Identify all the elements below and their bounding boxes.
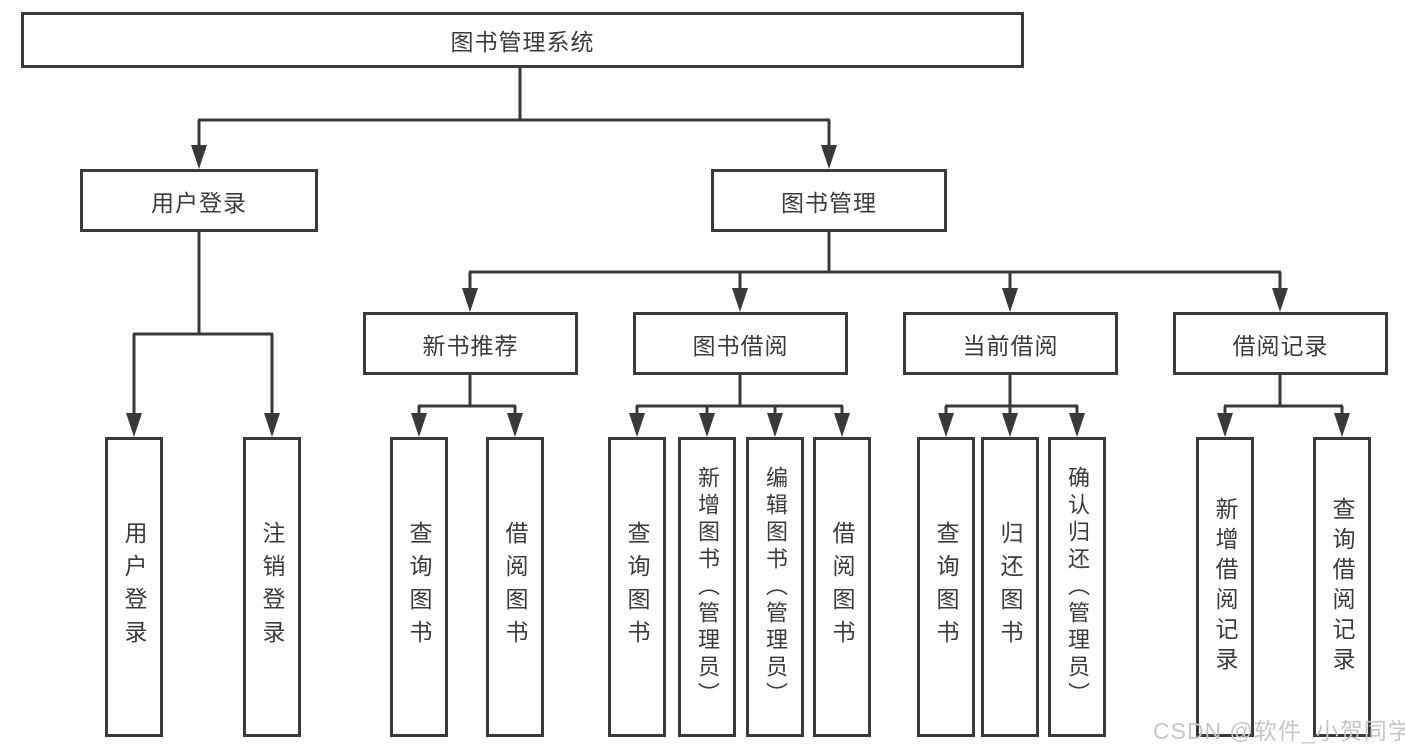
leaf-borrow-borrow-books: 借阅图书 [813, 437, 871, 737]
leaf-label: 编辑图书（管理员） [763, 465, 788, 709]
node-label: 图书管理 [781, 189, 877, 216]
leaf-borrow-add-books-admin: 新增图书（管理员） [678, 437, 736, 737]
leaf-records-query-record: 查询借阅记录 [1313, 437, 1371, 737]
leaf-logout: 注销登录 [243, 437, 301, 737]
watermark: CSDN @软件_小贺同学 [1153, 718, 1405, 744]
node-label: 用户登录 [151, 189, 247, 216]
node-user-login: 用户登录 [80, 169, 318, 232]
arrowheads [126, 145, 1350, 437]
leaf-records-add-record: 新增借阅记录 [1196, 437, 1254, 737]
node-label: 借阅记录 [1232, 332, 1329, 359]
leaf-label: 用户登录 [121, 521, 147, 653]
node-book-borrow: 图书借阅 [633, 312, 848, 375]
node-label: 图书管理系统 [450, 29, 595, 55]
leaf-current-query-books: 查询图书 [917, 437, 975, 737]
node-current-borrow: 当前借阅 [903, 312, 1118, 375]
leaf-borrow-edit-books-admin: 编辑图书（管理员） [746, 437, 804, 737]
leaf-user-login: 用户登录 [105, 437, 163, 737]
leaf-label: 借阅图书 [502, 521, 528, 653]
leaf-label: 查询图书 [624, 521, 650, 653]
leaf-label: 查询图书 [406, 521, 432, 653]
leaf-newbook-query-books: 查询图书 [390, 437, 448, 737]
leaf-label: 新增图书（管理员） [695, 465, 720, 709]
node-borrow-records: 借阅记录 [1173, 312, 1388, 375]
leaf-label: 归还图书 [997, 521, 1023, 653]
leaf-current-return-books: 归还图书 [981, 437, 1039, 737]
leaf-label: 查询图书 [933, 521, 959, 653]
node-label: 图书借阅 [692, 332, 789, 359]
leaf-current-confirm-return-admin: 确认归还（管理员） [1048, 437, 1106, 737]
node-label: 新书推荐 [422, 332, 519, 359]
node-book-management: 图书管理 [711, 169, 947, 232]
leaf-label: 新增借阅记录 [1212, 497, 1238, 677]
node-label: 当前借阅 [962, 332, 1059, 359]
leaf-label: 确认归还（管理员） [1065, 465, 1090, 709]
leaf-label: 借阅图书 [829, 521, 855, 653]
leaf-newbook-borrow-books: 借阅图书 [486, 437, 544, 737]
node-library-management-system: 图书管理系统 [21, 12, 1024, 68]
leaf-label: 注销登录 [259, 521, 285, 653]
node-new-book-recommend: 新书推荐 [363, 312, 578, 375]
leaf-borrow-query-books: 查询图书 [608, 437, 666, 737]
leaf-label: 查询借阅记录 [1329, 497, 1355, 677]
